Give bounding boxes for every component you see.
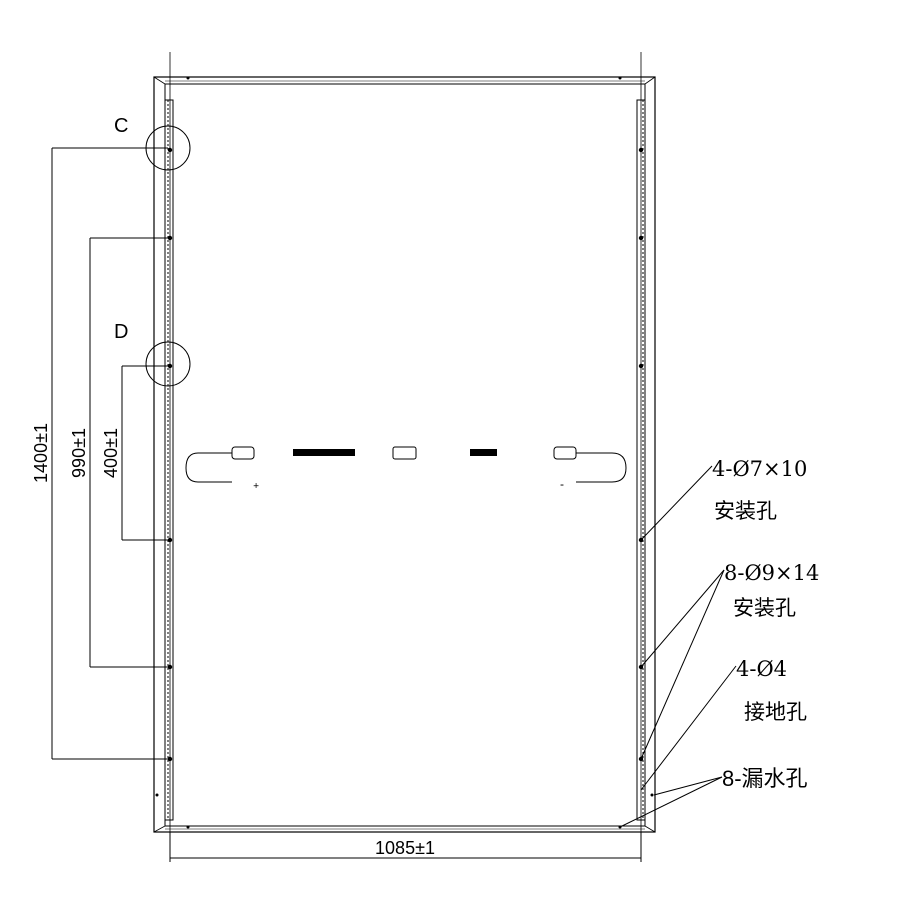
hole-left-2: [167, 235, 173, 241]
cable-mark-left: +: [253, 479, 259, 490]
connector-left: [231, 446, 255, 460]
hole-right-1: [638, 147, 644, 153]
callout-ground-name: 接地孔: [744, 700, 807, 724]
drain-hole-tl: [186, 76, 190, 80]
cable-mark-right: -: [560, 477, 564, 491]
callout-mount-7x10-name: 安装孔: [714, 499, 777, 523]
detail-c-label: C: [114, 115, 128, 137]
junction-box-right: [470, 449, 497, 456]
hole-left-6: [167, 756, 173, 762]
callout-ground-spec: 4-Ø4: [736, 657, 787, 681]
drain-hole-bl: [186, 825, 190, 829]
dim-1400-text: 1400±1: [31, 423, 51, 483]
hole-left-3: [167, 363, 173, 369]
leader-mount-9x14-a: [640, 569, 725, 668]
hole-left-4: [167, 537, 173, 543]
frame-outer: [153, 76, 656, 833]
hole-right-2: [638, 235, 644, 241]
drain-hole-tr: [618, 76, 622, 80]
callout-mount-9x14-spec: 8-Ø9×14: [724, 561, 819, 585]
leader-ground: [640, 665, 737, 791]
drain-hole-side-br: [650, 793, 654, 797]
detail-d-label: D: [114, 321, 128, 343]
frame-corner-bl: [153, 825, 166, 833]
leader-drain-a: [653, 776, 723, 796]
frame-corner-br: [644, 825, 656, 833]
dim-400-text: 400±1: [101, 428, 121, 478]
cable-right: [576, 452, 627, 483]
cable-left: [185, 452, 232, 483]
callout-mount-9x14-name: 安装孔: [733, 596, 796, 620]
junction-box-left: [293, 449, 355, 456]
dim-990-text: 990±1: [69, 428, 89, 478]
leader-mount-9x14-b: [640, 569, 725, 760]
frame-inner: [164, 83, 646, 827]
frame-corner-tr: [644, 76, 656, 85]
drain-hole-side-bl: [155, 793, 159, 797]
frame-corner-tl: [153, 76, 166, 85]
connector-right: [553, 446, 577, 460]
leader-mount-7x10: [640, 465, 713, 541]
hole-left-5: [167, 664, 173, 670]
hole-right-3: [638, 363, 644, 369]
leader-drain-b: [619, 776, 723, 828]
dim-1085-text: 1085±1: [375, 838, 435, 858]
callout-drain-spec: 8-漏水孔: [722, 766, 808, 791]
detail-d-circle: [145, 341, 191, 387]
junction-box-center: [392, 446, 417, 460]
hole-left-1: [167, 147, 173, 153]
callout-mount-7x10-spec: 4-Ø7×10: [712, 457, 807, 481]
